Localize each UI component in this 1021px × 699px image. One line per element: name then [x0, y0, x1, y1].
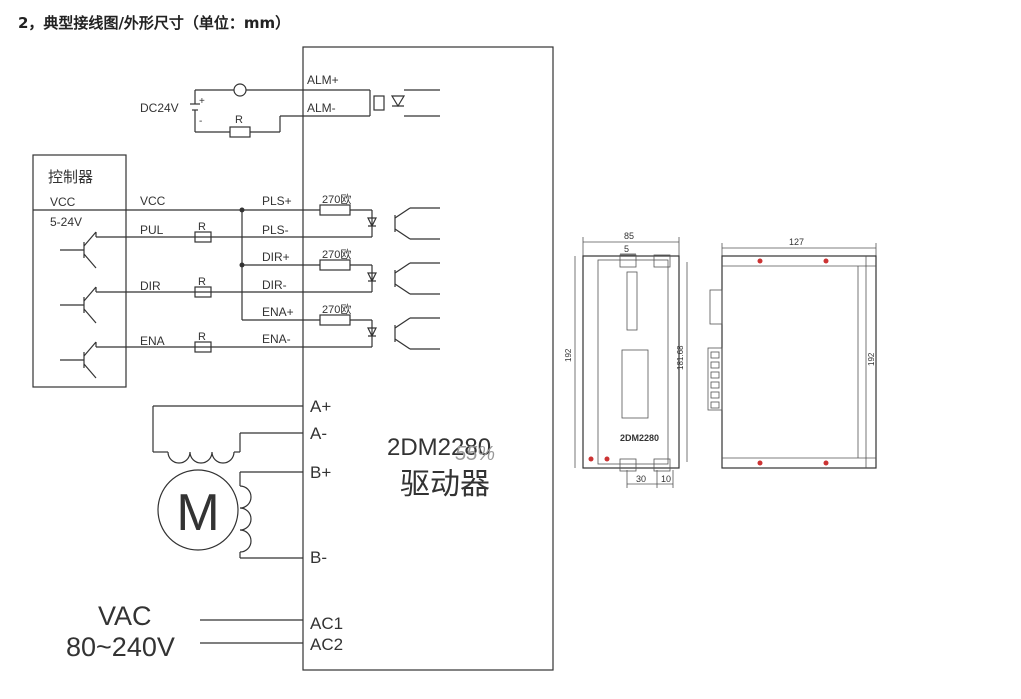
ac-supply: VAC 80~240V AC1 AC2 — [66, 601, 343, 662]
section-heading: 2，典型接线图/外形尺寸（单位：mm） — [18, 14, 291, 32]
dir-resistor-270-label: 270欧 — [322, 248, 351, 261]
front-bottom-a: 30 — [636, 474, 646, 484]
terminal-ena-minus: ENA- — [262, 332, 291, 346]
terminal-ena-plus: ENA+ — [262, 305, 294, 319]
ena-resistor-270-label: 270欧 — [322, 303, 351, 316]
front-width: 85 — [624, 231, 634, 241]
terminal-dir-minus: DIR- — [262, 278, 287, 292]
watermark: 55% — [455, 443, 495, 465]
driver-box — [302, 46, 554, 671]
ena-resistor — [194, 341, 212, 353]
opto-inputs: 270欧 270欧 270欧 — [303, 193, 440, 350]
terminal-ac2: AC2 — [310, 635, 343, 654]
terminal-alm-minus: ALM- — [307, 101, 336, 115]
alarm-resistor-label: R — [235, 114, 243, 126]
front-offset: 5 — [624, 244, 629, 254]
lamp-icon — [233, 83, 247, 97]
transistor-pul — [60, 231, 97, 269]
dc-plus-label: + — [199, 96, 205, 107]
ena-resistor-label: R — [198, 331, 206, 343]
side-height: 192 — [867, 352, 876, 366]
motor-section: M A+ A- B+ B- — [152, 397, 331, 567]
front-height-outer: 192 — [564, 348, 573, 362]
dir-resistor — [194, 286, 212, 298]
terminal-dir-plus: DIR+ — [262, 250, 290, 264]
driver-model: 2DM2280 — [387, 434, 491, 461]
signal-dir: DIR — [140, 279, 161, 293]
side-width: 127 — [789, 237, 804, 247]
signal-vcc: VCC — [140, 194, 166, 208]
pul-resistor-label: R — [198, 221, 206, 233]
front-bottom-b: 10 — [661, 474, 671, 484]
pul-resistor — [194, 231, 212, 243]
terminal-a-plus: A+ — [310, 397, 331, 416]
supply-label: VAC — [98, 601, 152, 631]
alarm-resistor — [229, 126, 251, 138]
dir-resistor-label: R — [198, 276, 206, 288]
front-model-label: 2DM2280 — [620, 433, 659, 443]
terminal-b-plus: B+ — [310, 463, 331, 482]
front-view: 85 5 2DM2280 192 181.68 30 10 — [564, 231, 688, 488]
controller-section: 控制器 VCC 5-24V VCC PUL DI — [32, 154, 303, 388]
controller-box — [32, 154, 127, 388]
transistor-ena — [60, 341, 97, 379]
dc-source-label: DC24V — [140, 101, 179, 115]
supply-range: 80~240V — [66, 632, 175, 662]
signal-pul: PUL — [140, 223, 164, 237]
opto-led-icon — [390, 95, 406, 108]
controller-title: 控制器 — [48, 169, 93, 186]
front-height-inner: 181.68 — [676, 345, 685, 370]
terminal-alm-plus: ALM+ — [307, 73, 339, 87]
controller-voltage: 5-24V — [50, 215, 82, 229]
terminal-pls-minus: PLS- — [262, 223, 289, 237]
alarm-circuit: DC24V + - R ALM+ ALM- — [140, 73, 440, 138]
motor-symbol: M — [176, 484, 219, 542]
signal-ena: ENA — [140, 334, 165, 348]
motor-icon — [157, 469, 239, 551]
driver-name: 驱动器 — [400, 468, 490, 501]
terminal-a-minus: A- — [310, 424, 327, 443]
dc-minus-label: - — [199, 116, 202, 127]
pls-resistor-label: 270欧 — [322, 193, 351, 206]
side-view: 127 192 — [707, 237, 877, 469]
terminal-pls-plus: PLS+ — [262, 194, 292, 208]
terminal-ac1: AC1 — [310, 614, 343, 633]
controller-vcc: VCC — [50, 195, 76, 209]
terminal-b-minus: B- — [310, 548, 327, 567]
transistor-dir — [60, 286, 97, 324]
